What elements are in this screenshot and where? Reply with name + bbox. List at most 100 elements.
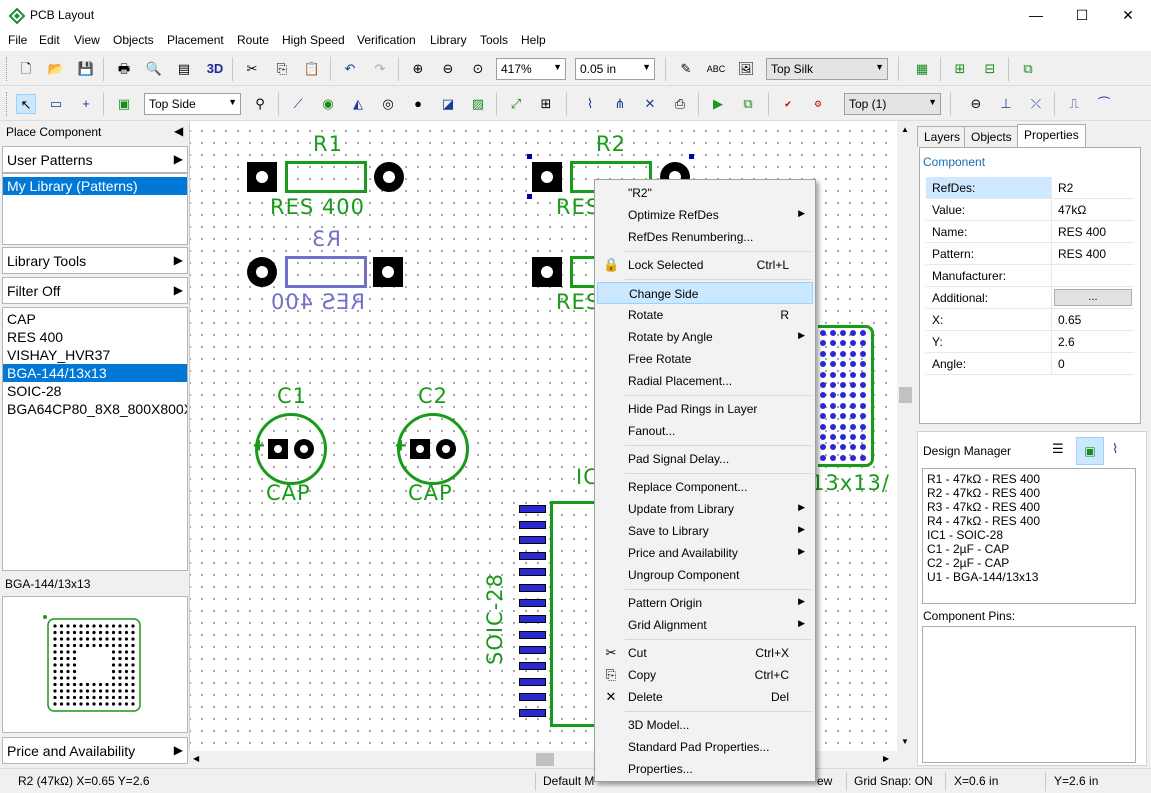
text-abc-icon[interactable]: ABC: [706, 64, 726, 74]
u1-ball[interactable]: [860, 423, 866, 430]
ic1-pad[interactable]: [519, 662, 546, 670]
u1-ball[interactable]: [860, 382, 866, 388]
menu-objects[interactable]: Objects: [113, 33, 154, 47]
r1-pad-2[interactable]: [374, 162, 404, 192]
menu-high-speed[interactable]: High Speed: [282, 33, 345, 47]
arc-icon[interactable]: ◭: [353, 96, 363, 111]
menu-item-hide-pad-rings[interactable]: Hide Pad Rings in Layer: [628, 402, 758, 416]
library-tools-header[interactable]: Library Tools▶: [2, 247, 188, 274]
view-3d-button[interactable]: 3D: [206, 61, 224, 76]
u1-ball[interactable]: [820, 434, 826, 440]
ic1-pad[interactable]: [519, 614, 546, 623]
u1-ball[interactable]: [840, 402, 846, 409]
pattern-item[interactable]: VISHAY_HVR37: [7, 347, 111, 363]
undo-icon[interactable]: ↶: [344, 61, 356, 76]
component-icon[interactable]: ▣: [117, 96, 131, 111]
collapse-arrow-icon[interactable]: ◀: [174, 124, 184, 138]
u1-ball[interactable]: [820, 382, 826, 388]
u1-ball[interactable]: [850, 423, 856, 430]
u1-ball[interactable]: [830, 454, 836, 461]
u1-ball[interactable]: [850, 382, 856, 388]
zoom-out-icon[interactable]: ⊖: [442, 61, 454, 76]
fanout-icon[interactable]: ⋔: [614, 96, 626, 111]
c1-refdes[interactable]: C1: [277, 384, 308, 408]
u1-ball[interactable]: [830, 382, 836, 388]
pattern-item[interactable]: BGA64CP80_8X8_800X800X: [7, 401, 188, 417]
ic1-pad[interactable]: [519, 646, 546, 655]
minimize-button[interactable]: —: [1029, 7, 1043, 23]
u1-ball[interactable]: [860, 350, 866, 357]
zoom-combo[interactable]: 417%▼: [496, 58, 566, 80]
u1-ball[interactable]: [860, 444, 866, 451]
u1-ball[interactable]: [830, 413, 836, 420]
zoom-in-icon[interactable]: ⊕: [412, 61, 424, 76]
paste-icon[interactable]: 📋: [303, 61, 321, 76]
menu-item-properties[interactable]: Properties...: [628, 762, 693, 776]
c1-value[interactable]: CAP: [266, 481, 311, 505]
u1-ball[interactable]: [840, 444, 846, 451]
u1-ball[interactable]: [820, 361, 826, 368]
list-item[interactable]: C2 - 2µF - CAP: [927, 556, 1010, 570]
line-icon[interactable]: ⟋: [293, 96, 303, 111]
menu-item-rotate-by-angle[interactable]: Rotate by Angle▶: [628, 330, 805, 344]
u1-ball[interactable]: [830, 350, 836, 357]
u1-ball[interactable]: [850, 330, 856, 336]
prop-row-pattern[interactable]: Pattern:RES 400: [926, 243, 1134, 265]
list-item[interactable]: R2 - 47kΩ - RES 400: [927, 486, 1041, 500]
prop-row-angle[interactable]: Angle:0: [926, 353, 1134, 375]
u1-ball[interactable]: [820, 350, 826, 357]
c1-pad-1[interactable]: [268, 439, 288, 459]
scroll-up-icon[interactable]: ▲: [901, 125, 909, 134]
menu-route[interactable]: Route: [237, 33, 270, 47]
picture-icon[interactable]: ▨: [471, 96, 485, 111]
u1-ball[interactable]: [840, 340, 846, 347]
tab-objects[interactable]: Objects: [964, 126, 1019, 147]
u1-ball[interactable]: [820, 423, 826, 430]
u1-ball[interactable]: [850, 392, 856, 399]
zoom-fit-icon[interactable]: ⊙: [472, 61, 484, 76]
dimension-icon[interactable]: ⤢: [510, 96, 522, 111]
redo-icon[interactable]: ↷: [374, 61, 386, 76]
u1-ball[interactable]: [840, 413, 846, 420]
u1-ball[interactable]: [850, 350, 856, 357]
u1-ball[interactable]: [850, 434, 856, 440]
u1-ball[interactable]: [830, 423, 836, 430]
r3-pad-2[interactable]: [247, 257, 277, 287]
close-button[interactable]: ✕: [1122, 7, 1134, 23]
u1-ball[interactable]: [860, 413, 866, 420]
u1-ball[interactable]: [820, 392, 826, 399]
grid-size-combo[interactable]: 0.05 in▼: [575, 58, 655, 80]
list-item[interactable]: R4 - 47kΩ - RES 400: [927, 514, 1041, 528]
u1-ball[interactable]: [830, 434, 836, 440]
component-view-icon[interactable]: ▣: [1076, 437, 1104, 465]
u1-ball[interactable]: [820, 454, 826, 461]
u1-ball[interactable]: [860, 361, 866, 368]
u1-ball[interactable]: [830, 330, 836, 336]
print-icon[interactable]: 🖶: [117, 61, 131, 76]
pattern-item[interactable]: RES 400: [7, 329, 64, 345]
tab-properties[interactable]: Properties: [1017, 124, 1086, 148]
menu-item-replace-component[interactable]: Replace Component...: [628, 480, 748, 494]
scroll-left-icon[interactable]: ◀: [193, 754, 200, 763]
menu-item-fanout[interactable]: Fanout...: [628, 424, 676, 438]
netlist-icon[interactable]: ⊞: [954, 61, 966, 76]
prop-row-x[interactable]: X:0.65: [926, 309, 1134, 331]
pulse-icon[interactable]: ⎍: [1069, 96, 1079, 111]
component-align-icon[interactable]: ▦: [915, 61, 929, 76]
cut-icon[interactable]: ✂: [246, 61, 258, 76]
waveform-icon[interactable]: ⏜: [1097, 96, 1111, 111]
menu-item-pad-signal-delay[interactable]: Pad Signal Delay...: [628, 452, 730, 466]
via-icon[interactable]: ◎: [382, 96, 394, 111]
u1-ball[interactable]: [840, 454, 846, 461]
scroll-right-icon[interactable]: ▶: [883, 754, 890, 763]
u1-ball[interactable]: [830, 361, 836, 368]
prop-row-value[interactable]: Value:47kΩ: [926, 199, 1134, 221]
r3-pad-1[interactable]: [373, 257, 403, 287]
user-patterns-header[interactable]: User Patterns▶: [2, 146, 188, 173]
ic1-pad[interactable]: [519, 583, 546, 592]
report-icon[interactable]: ▤: [177, 61, 191, 76]
u1-ball[interactable]: [820, 402, 826, 409]
r2-pad-1[interactable]: [532, 162, 562, 192]
ic1-pad[interactable]: [519, 505, 546, 513]
